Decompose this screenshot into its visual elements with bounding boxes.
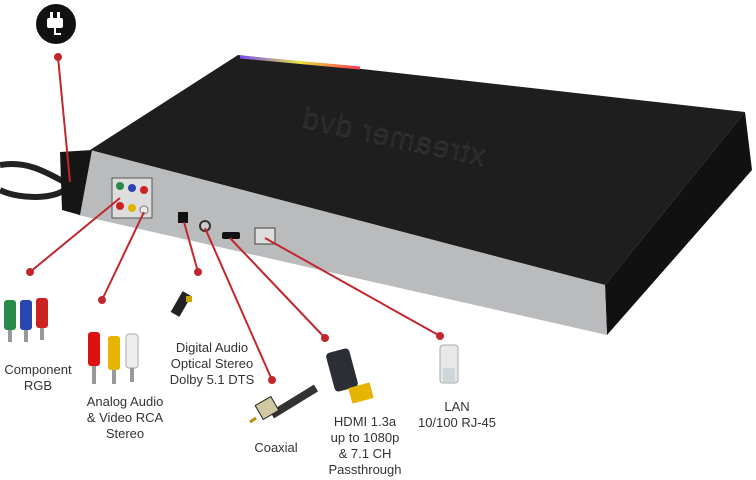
power-cable: [0, 161, 75, 200]
rear-panel: [78, 150, 607, 335]
device-top: [90, 55, 745, 285]
optical-port: [178, 212, 188, 223]
hdmi-cable-icon: [326, 348, 374, 404]
power-plug-icon: [36, 4, 76, 44]
optical-cable-icon: [170, 291, 192, 317]
hdmi-port: [222, 232, 240, 239]
lan-cable-icon: [439, 344, 459, 384]
label-coaxial: Coaxial: [254, 440, 298, 455]
device-side: [605, 112, 752, 335]
component-cable-icon: [4, 298, 48, 342]
coaxial-cable-icon: [249, 384, 319, 424]
coaxial-port: [199, 220, 211, 232]
rca-cable-icon: [88, 332, 139, 384]
callout-lines: [26, 53, 444, 384]
